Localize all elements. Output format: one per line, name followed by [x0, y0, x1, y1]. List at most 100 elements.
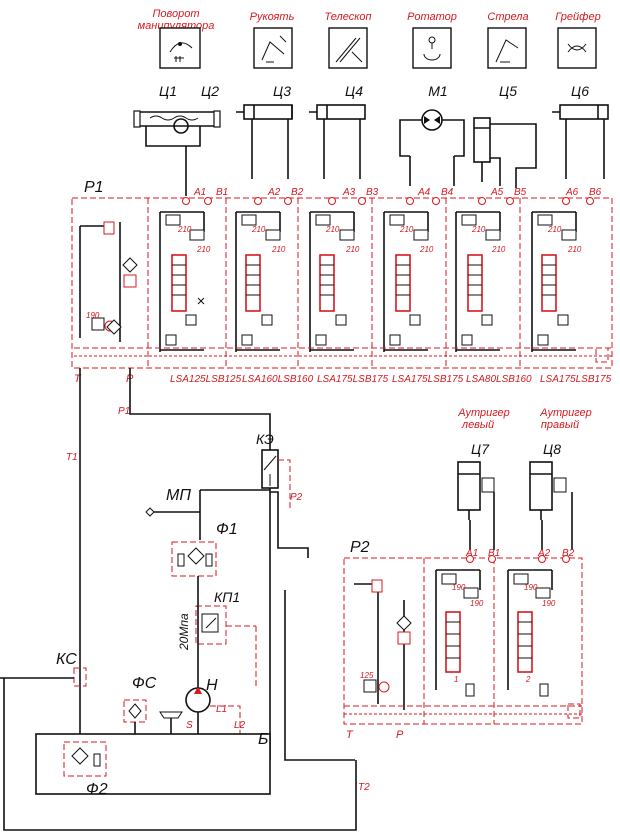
function-titles: Поворот манипулятора Рукоять Телескоп Ро…	[138, 8, 601, 32]
p1-relief-3b: 210	[345, 245, 360, 254]
actuator-label-m1: М1	[428, 83, 447, 99]
tank-label: Б	[258, 731, 268, 748]
p1-section-4: 210 210	[383, 211, 434, 352]
line-l1-label: L1	[216, 704, 227, 715]
p1-section-2: 210 210	[235, 211, 286, 352]
valve-block-p1: Р1 T P А1 В1 А2 В2 А3 В3 А4 В4 А5 В5 А6 …	[71, 179, 613, 385]
p1-ls-2: LSA160LSB160	[242, 374, 314, 385]
line-t1-label: T1	[66, 452, 78, 463]
p2-relief-2b: 190	[542, 599, 556, 608]
p2-inlet-relief: 125	[360, 671, 374, 680]
p1-section-5: 210 210	[455, 211, 506, 352]
kp1-label: КП1	[214, 589, 240, 605]
fs-label: ФС	[132, 675, 157, 692]
relief-valve-kp1: КП1 20Мпа	[177, 589, 257, 686]
p1-port-b5: В5	[514, 187, 527, 198]
p1-inlet-relief: 190	[86, 311, 100, 320]
p2-relief-2a: 190	[524, 583, 538, 592]
p1-ls-4: LSA175LSB175	[392, 374, 464, 385]
outrigger-right-title-2: правый	[541, 419, 579, 431]
rotator-icon	[412, 27, 452, 69]
p1-relief-1a: 210	[177, 225, 192, 234]
actuator-label-c7: Ц7	[471, 441, 490, 457]
p1-relief-1b: 210	[196, 245, 211, 254]
p1-ls-3: LSA175LSB175	[317, 374, 389, 385]
p1-relief-6b: 210	[567, 245, 582, 254]
p1-relief-4a: 210	[399, 225, 414, 234]
actuator-label-c3: Ц3	[273, 83, 291, 99]
p2-label: Р2	[350, 539, 370, 556]
p2-relief-1a: 190	[452, 583, 466, 592]
filter-f1: Ф1	[171, 521, 238, 577]
p1-relief-5b: 210	[491, 245, 506, 254]
p1-port-b1: В1	[216, 187, 228, 198]
function-title-rotator: Ротатор	[407, 11, 457, 23]
boom-icon	[487, 27, 527, 69]
cylinder-c4	[309, 104, 366, 179]
p2-t-label: T	[346, 729, 354, 741]
ks-label: КС	[56, 651, 77, 668]
p1-port-a3: А3	[342, 187, 356, 198]
cylinder-c5	[473, 117, 537, 188]
p1-port-b4: В4	[441, 187, 454, 198]
valve-block-p2: Р2 T P А1 В1 А2 В2 125 190 190 1	[343, 539, 583, 741]
filter-fs: ФС	[123, 675, 157, 734]
p2-port-b1: В1	[488, 548, 500, 559]
p1-port-markers	[182, 197, 594, 205]
check-ks: КС T2	[0, 651, 370, 831]
f2-label: Ф2	[86, 781, 108, 798]
p1-port-labels: А1 В1 А2 В2 А3 В3 А4 В4 А5 В5 А6 В6	[193, 187, 602, 198]
function-title-rotation-line1: Поворот	[152, 8, 199, 20]
tank-b: Б	[35, 711, 271, 795]
line-s-label: S	[186, 720, 193, 731]
main-lines: P1 T1 КЭ P2 МП	[66, 368, 355, 761]
p1-ls-1: LSA125LSB125	[170, 374, 242, 385]
actuators	[133, 104, 609, 196]
p1-relief-2a: 210	[251, 225, 266, 234]
telescope-icon	[328, 27, 368, 69]
actuator-label-c8: Ц8	[543, 441, 561, 457]
p2-section-2-num: 2	[525, 675, 531, 684]
p1-t-label: T	[74, 373, 82, 385]
p2-relief-1b: 190	[470, 599, 484, 608]
function-title-boom: Стрела	[487, 11, 528, 23]
outrigger-titles: Аутригер левый Аутригер правый Ц7 Ц8	[457, 407, 592, 457]
p1-relief-5a: 210	[471, 225, 486, 234]
p1-port-a1: А1	[193, 187, 206, 198]
line-p2-label: P2	[290, 492, 303, 503]
actuator-label-c1: Ц1	[159, 83, 177, 99]
ke-label: КЭ	[256, 431, 274, 447]
p1-section-1: 210 210	[159, 211, 211, 352]
actuator-label-c4: Ц4	[345, 83, 363, 99]
p1-relief-4b: 210	[419, 245, 434, 254]
grapple-icon	[557, 27, 597, 69]
outrigger-left-title-2: левый	[461, 419, 494, 431]
kp1-pressure: 20Мпа	[177, 613, 191, 651]
p1-section-3: 210 210	[309, 211, 360, 352]
actuator-label-c6: Ц6	[571, 83, 589, 99]
actuator-label-c5: Ц5	[499, 83, 517, 99]
p1-relief-6a: 210	[547, 225, 562, 234]
p1-ls-6: LSA175LSB175	[540, 374, 612, 385]
p1-inlet-section: 190	[74, 221, 612, 363]
outrigger-left-title-1: Аутригер	[457, 407, 510, 419]
p1-port-a6: А6	[565, 187, 579, 198]
cylinder-c3	[236, 104, 293, 179]
p2-section-2: 190 190 2	[507, 569, 556, 697]
function-title-grapple: Грейфер	[555, 11, 600, 23]
p1-port-a4: А4	[417, 187, 431, 198]
function-icons	[159, 27, 597, 69]
p2-port-a1: А1	[465, 548, 478, 559]
p2-section-1: 190 190 1	[435, 569, 484, 697]
rotation-icon	[159, 27, 201, 69]
p1-port-a5: А5	[490, 187, 504, 198]
filter-f2: Ф2	[63, 741, 108, 798]
function-title-telescope: Телескоп	[324, 11, 371, 23]
motor-m1	[399, 109, 465, 186]
p1-sections: 210 210 210 210	[159, 211, 582, 352]
actuator-label-c2: Ц2	[201, 83, 219, 99]
cylinder-c6	[552, 104, 609, 179]
line-p1-label: P1	[118, 406, 130, 417]
p1-section-6: 210 210	[531, 211, 582, 352]
